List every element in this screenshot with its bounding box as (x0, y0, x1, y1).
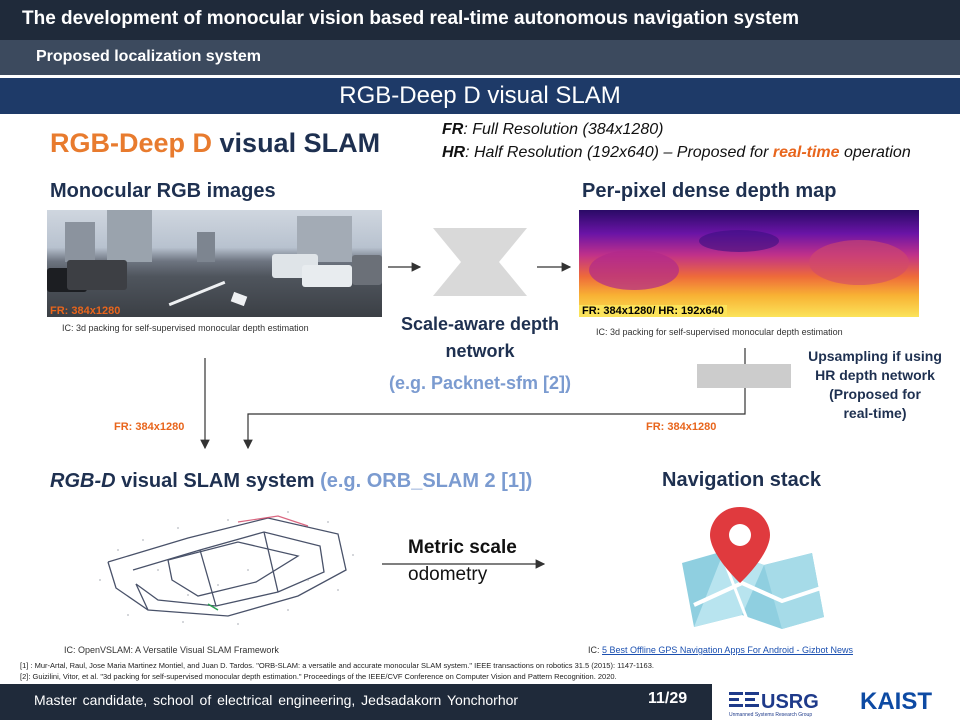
slide-heading: RGB-Deep D visual SLAM (50, 128, 380, 159)
section-title: RGB-Deep D visual SLAM (339, 82, 621, 109)
rgb-input-title: Monocular RGB images (50, 180, 276, 202)
slam-point-cloud-image (99, 511, 354, 625)
map-pin-icon (682, 507, 825, 629)
page-number: 11/29 (648, 690, 688, 707)
depth-resolution-label: FR: 384x1280/ HR: 192x640 (579, 305, 727, 317)
rgb-road-image: FR: 384x1280 (47, 210, 382, 317)
section-bar: RGB-Deep D visual SLAM (0, 78, 960, 114)
flow-tag-right: FR: 384x1280 (646, 421, 717, 433)
usrg-logo-text: USRG (761, 691, 819, 713)
presentation-subtitle: Proposed localization system (36, 48, 261, 65)
upsampling-block (697, 364, 791, 388)
depth-map-image: FR: 384x1280/ HR: 192x640 (579, 210, 919, 317)
network-label-line2: network (445, 341, 515, 361)
footer-author: Master candidate, school of electrical e… (34, 692, 519, 708)
network-example: (e.g. Packnet-sfm [2]) (388, 373, 572, 393)
upsampling-note: Upsampling if using HR depth network (Pr… (808, 348, 942, 421)
rgb-resolution-label: FR: 384x1280 (50, 305, 121, 317)
navigation-source-link[interactable]: 5 Best Offline GPS Navigation Apps For A… (602, 645, 853, 655)
kaist-logo: KAIST (860, 688, 932, 715)
reference-1: [1] : Mur-Artal, Raul, Jose Maria Martin… (20, 661, 654, 670)
usrg-logo: USRG Unmanned Systems Research Group (729, 691, 819, 718)
navigation-stack-title: Navigation stack (662, 469, 821, 491)
navigation-image-caption: IC: 5 Best Offline GPS Navigation Apps F… (588, 645, 853, 655)
depth-map-caption: IC: 3d packing for self-supervised monoc… (596, 327, 843, 337)
footer-bar (0, 684, 712, 720)
odometry-label-line1: Metric scale (408, 537, 517, 558)
subtitle-bar: Proposed localization system (0, 40, 960, 75)
rgb-image-caption: IC: 3d packing for self-supervised monoc… (62, 323, 309, 333)
flow-tag-left: FR: 384x1280 (114, 421, 185, 433)
slide-heading-accent: RGB-Deep D (50, 128, 213, 158)
slide-heading-rest: visual SLAM (219, 128, 381, 158)
usrg-logo-subtext: Unmanned Systems Research Group (729, 712, 812, 718)
slam-image-caption: IC: OpenVSLAM: A Versatile Visual SLAM F… (64, 645, 279, 655)
depth-network-icon (433, 228, 527, 296)
fr-definition: FR: Full Resolution (384x1280) (442, 121, 664, 138)
title-bar: The development of monocular vision base… (0, 0, 960, 40)
references: [1] : Mur-Artal, Raul, Jose Maria Martin… (20, 660, 654, 682)
depth-output-title: Per-pixel dense depth map (582, 180, 837, 202)
network-label-line1: Scale-aware depth (400, 314, 560, 334)
odometry-label-line2: odometry (408, 564, 488, 585)
kaist-logo-text: KAIST (860, 688, 932, 715)
reference-2: [2]: Guizilini, Vitor, et al. "3d packin… (20, 672, 617, 681)
hr-definition: HR: Half Resolution (192x640) – Proposed… (442, 144, 911, 161)
slam-system-title: RGB-D visual SLAM system (e.g. ORB_SLAM … (50, 470, 533, 492)
presentation-title: The development of monocular vision base… (22, 8, 800, 29)
